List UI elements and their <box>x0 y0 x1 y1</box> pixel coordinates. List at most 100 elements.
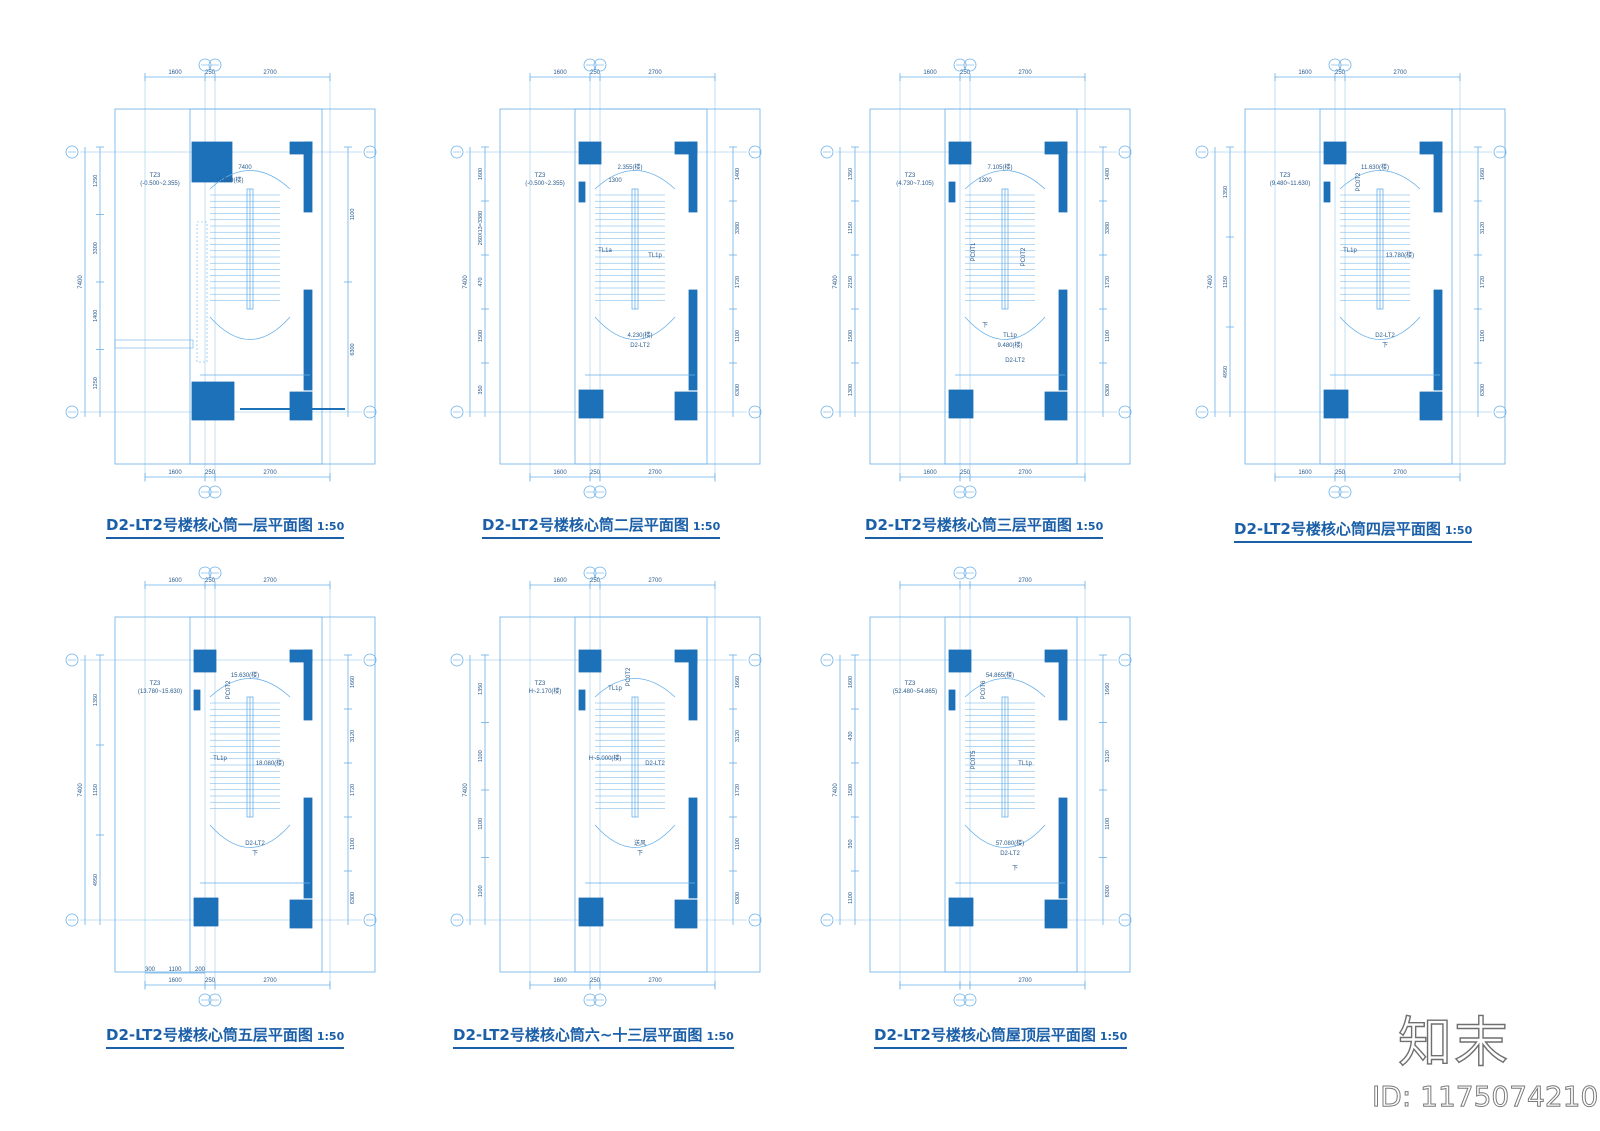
annotation-label: 9.480(楼) <box>997 341 1022 349</box>
column-block <box>193 897 219 927</box>
hatch-band <box>114 339 194 349</box>
wall-segment <box>1433 141 1443 213</box>
plan-scale: 1:50 <box>1444 524 1473 537</box>
annotation-label: (-0.500~2.355) <box>525 181 565 187</box>
axis-bubble-left <box>450 653 464 667</box>
annotation-label: (52.480~54.865) <box>893 689 937 695</box>
column-block <box>1044 899 1068 929</box>
plan-scale: 1:50 <box>1075 520 1104 533</box>
axis-bubble-left <box>65 145 79 159</box>
left-dim-label: 260X13=3380 <box>478 211 484 245</box>
right-dim-label: 6300 <box>350 343 356 355</box>
column-block <box>578 389 604 419</box>
bottom-dim-label: 250 <box>205 978 216 984</box>
plan-scale: 1:50 <box>1099 1030 1128 1043</box>
right-dim-label: 3120 <box>1105 750 1111 762</box>
right-dim-label: 6300 <box>735 384 741 396</box>
annotation-label: 下 <box>637 850 643 857</box>
axis-bubble-top <box>963 566 977 580</box>
right-dim-label: 1100 <box>350 838 356 850</box>
left-dim-label: 3300 <box>93 242 99 254</box>
top-dim-label: 1600 <box>553 578 567 584</box>
axis-bubble-right <box>1118 913 1132 927</box>
axis-bubble-bottom <box>963 993 977 1007</box>
small-column <box>948 181 956 203</box>
right-dim-label: 1720 <box>735 276 741 288</box>
wall-segment <box>303 649 313 721</box>
left-total-label: 7400 <box>78 275 84 289</box>
right-dim-label: 1720 <box>735 784 741 796</box>
annotation-label: 15.630(楼) <box>231 671 259 679</box>
outer-frame <box>869 108 1131 465</box>
axis-bubble-top <box>1338 58 1352 72</box>
right-dim-label: 6300 <box>350 892 356 904</box>
left-dim-label: 2150 <box>848 276 854 288</box>
column-block <box>1323 141 1347 165</box>
axis-bubble-bottom <box>593 993 607 1007</box>
column-block <box>1419 391 1443 421</box>
plan-scale: 1:50 <box>706 1030 734 1043</box>
axis-bubble-left <box>820 145 834 159</box>
left-dim-label: 1300 <box>848 384 854 396</box>
annotation-label: 11.630(楼) <box>1361 163 1389 171</box>
annotation-label: TZ3 <box>535 681 546 687</box>
bottom-dim-label: 250 <box>1335 470 1346 476</box>
annotation-label: PC0T2 <box>1356 172 1362 191</box>
left-dim-label: 1100 <box>478 750 484 762</box>
annotation-label: TL1p <box>1343 248 1357 254</box>
annotation-label: D2-LT2 <box>245 841 265 847</box>
left-dim-label: 1100 <box>848 892 854 904</box>
inner-frame <box>1319 108 1453 465</box>
left-total-label: 7400 <box>78 783 84 797</box>
top-dim-label: 250 <box>590 70 601 76</box>
wall-segment <box>1058 289 1068 391</box>
annotation-label: TZ3 <box>150 173 161 179</box>
annotation-label: TL1p <box>213 756 227 762</box>
axis-bubble-left <box>65 405 79 419</box>
bottom-dim-label: 2700 <box>648 978 662 984</box>
bottom-dim-label: 2700 <box>648 470 662 476</box>
axis-bubble-left <box>820 405 834 419</box>
column-block <box>191 381 235 421</box>
annotation-label: H~2.170(楼) <box>529 687 562 695</box>
annotation-label: H~5.000(楼) <box>589 754 622 762</box>
axis-bubble-right <box>1493 145 1507 159</box>
annotation-label: TL1p <box>1003 333 1017 339</box>
axis-bubble-left <box>65 653 79 667</box>
right-dim-label: 1720 <box>350 784 356 796</box>
wall-segment <box>688 289 698 391</box>
right-dim-label: 1100 <box>735 838 741 850</box>
column-block <box>193 649 217 673</box>
plan-title-text: D2-LT2号楼核心筒二层平面图 <box>482 516 689 534</box>
column-block <box>948 649 972 673</box>
axis-bubble-right <box>363 145 377 159</box>
left-dim-label: 1500 <box>478 330 484 342</box>
plan-title-text: D2-LT2号楼核心筒六~十三层平面图 <box>453 1026 703 1044</box>
left-dim-label: 4950 <box>1223 366 1229 378</box>
right-dim-label: 1400 <box>1105 168 1111 180</box>
right-dim-label: 1720 <box>1480 276 1486 288</box>
top-dim-label: 2700 <box>1018 70 1032 76</box>
bottom-dim-label: 2700 <box>1018 470 1032 476</box>
annotation-label: TZ3 <box>150 681 161 687</box>
bottom-dim-label: 2700 <box>263 978 277 984</box>
outer-frame <box>114 108 376 465</box>
axis-bubble-top <box>963 58 977 72</box>
wall-segment <box>1433 289 1443 391</box>
annotation-label: 13.780(楼) <box>1386 251 1414 259</box>
annotation-label: TZ3 <box>1280 173 1291 179</box>
inner-frame <box>574 108 708 465</box>
landing-arc <box>209 824 291 848</box>
left-dim-label: 1350 <box>478 683 484 695</box>
top-dim-label: 2700 <box>1393 70 1407 76</box>
landing-arc <box>964 678 1046 698</box>
right-dim-label: 1660 <box>1480 168 1486 180</box>
left-dim-label: 1100 <box>478 885 484 897</box>
top-dim-label: 250 <box>1335 70 1346 76</box>
wall-segment <box>303 289 313 391</box>
extra-dim-label: 1100 <box>169 967 183 973</box>
